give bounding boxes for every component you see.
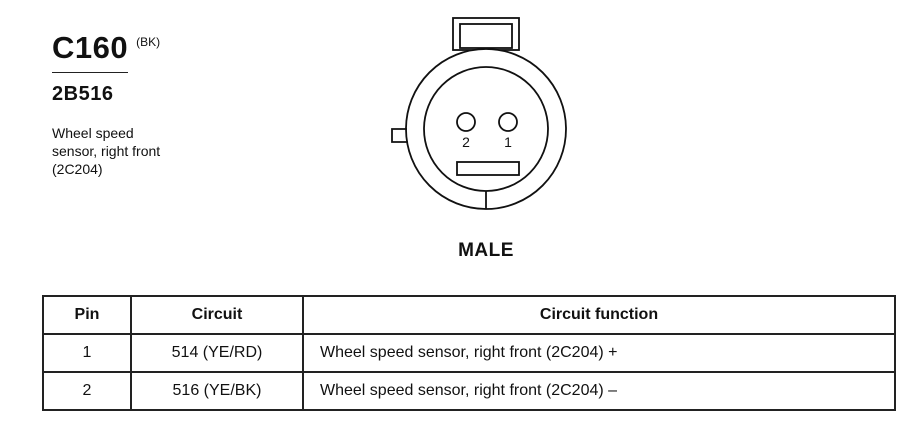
latch-inner <box>459 23 513 49</box>
function-cell: Wheel speed sensor, right front (2C204) … <box>302 333 896 373</box>
pin-table: Pin Circuit Circuit function 1 514 (YE/R… <box>42 295 896 411</box>
housing-key-tab <box>391 128 408 143</box>
connector-face-diagram: 2 1 <box>380 12 590 222</box>
connector-id: C160 <box>52 30 129 65</box>
pin-hole-1 <box>498 112 518 132</box>
housing-outer-ring <box>405 48 567 210</box>
connector-gender-label: MALE <box>458 240 514 261</box>
pin-cell: 2 <box>42 371 132 411</box>
connector-description: Wheel speed sensor, right front (2C204) <box>52 125 161 177</box>
latch-outer <box>452 17 520 51</box>
pin-table-header-row: Pin Circuit Circuit function <box>42 295 896 335</box>
circuit-cell: 514 (YE/RD) <box>130 333 304 373</box>
connector-id-row: C160 (BK) <box>52 32 252 63</box>
pin-label-2: 2 <box>462 134 470 150</box>
circuit-cell: 516 (YE/BK) <box>130 371 304 411</box>
connector-header: C160 (BK) 2B516 Wheel speed sensor, righ… <box>52 32 252 178</box>
function-cell: Wheel speed sensor, right front (2C204) … <box>302 371 896 411</box>
pin-label-1: 1 <box>504 134 512 150</box>
connector-face-svg <box>391 17 567 210</box>
key-slot <box>456 161 520 176</box>
table-row: 2 516 (YE/BK) Wheel speed sensor, right … <box>42 371 896 411</box>
pin-hole-2 <box>456 112 476 132</box>
header-rule <box>52 72 128 73</box>
table-row: 1 514 (YE/RD) Wheel speed sensor, right … <box>42 333 896 373</box>
header-circuit-function: Circuit function <box>302 295 896 335</box>
connector-color-code: (BK) <box>136 35 161 49</box>
header-pin: Pin <box>42 295 132 335</box>
pin-cell: 1 <box>42 333 132 373</box>
part-number: 2B516 <box>52 83 114 105</box>
header-circuit: Circuit <box>130 295 304 335</box>
